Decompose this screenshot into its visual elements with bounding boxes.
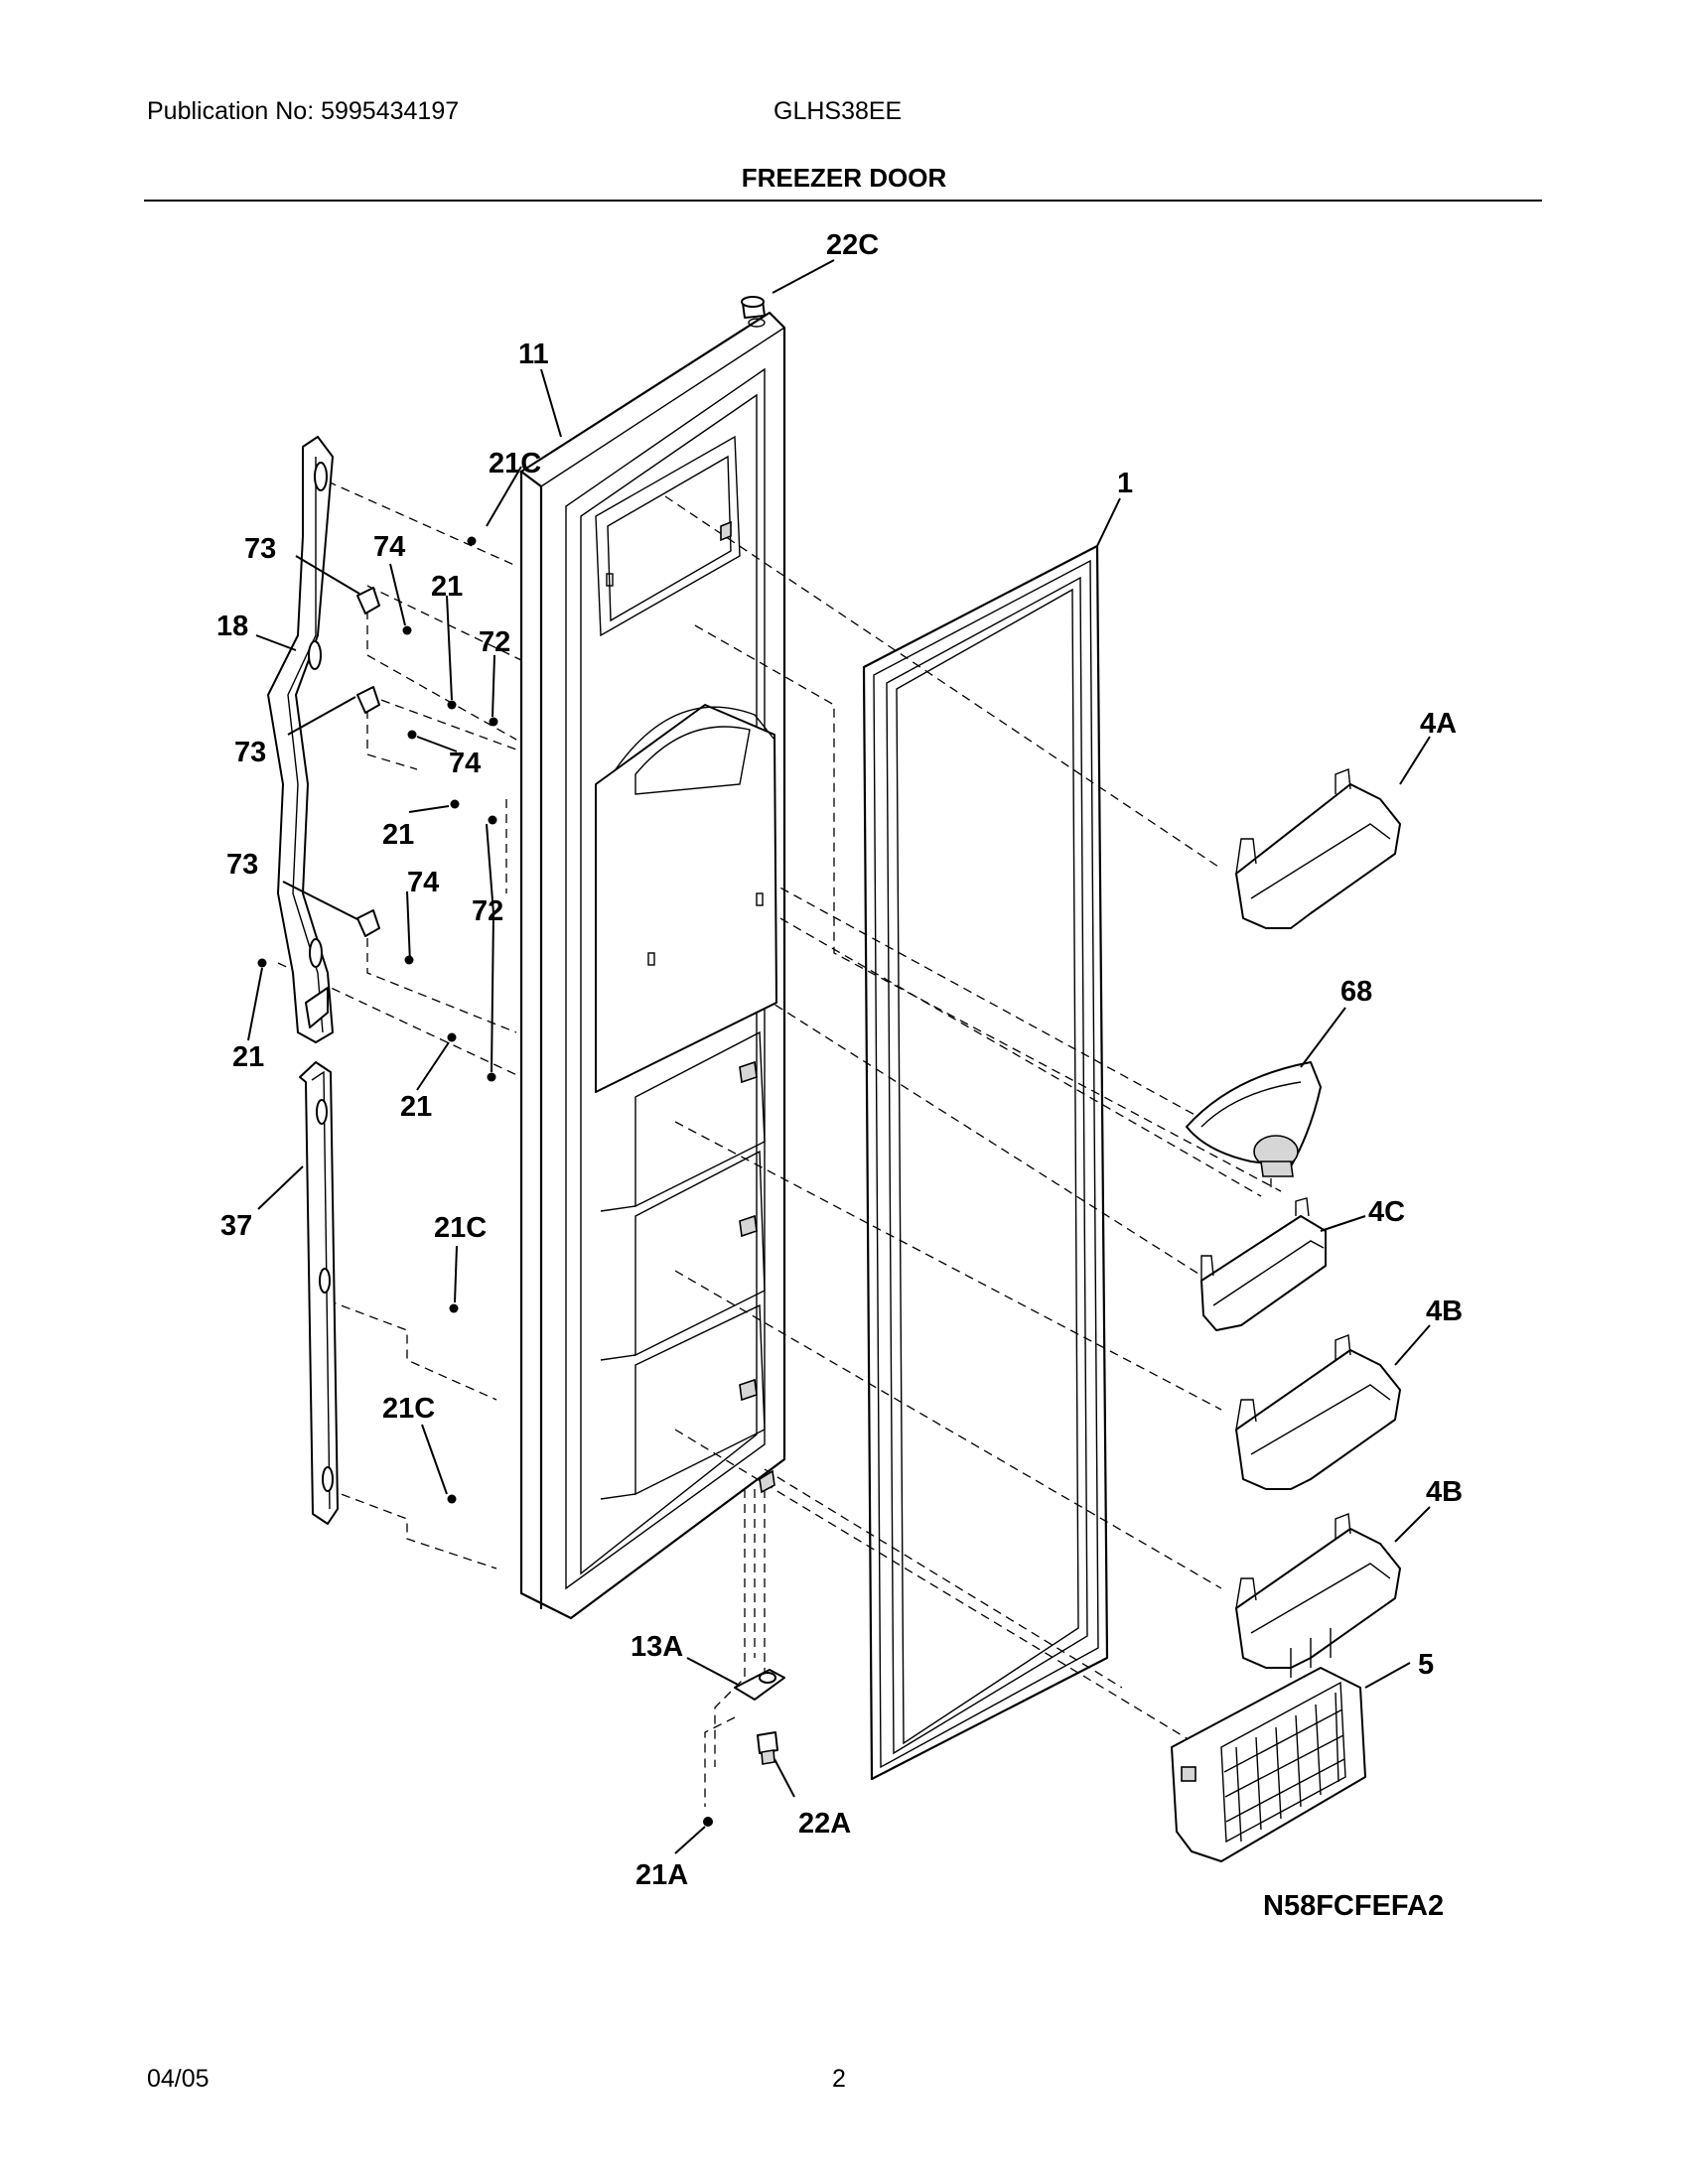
callout-4c: 4C bbox=[1368, 1196, 1405, 1228]
part-68-ice-cup bbox=[1186, 1061, 1322, 1177]
part-4b-door-bin-upper bbox=[1235, 1334, 1401, 1490]
part-4c-door-bin bbox=[1200, 1197, 1327, 1331]
callout-72-a: 72 bbox=[479, 626, 510, 658]
part-5-wire-basket bbox=[1171, 1628, 1366, 1862]
part-18-handle-top bbox=[267, 436, 334, 1043]
callout-21c-top: 21C bbox=[489, 448, 541, 479]
page-title: FREEZER DOOR bbox=[741, 163, 947, 193]
footer-date: 04/05 bbox=[147, 2065, 210, 2093]
callout-4b-a: 4B bbox=[1426, 1296, 1463, 1327]
callout-74-c: 74 bbox=[407, 867, 439, 898]
callout-74-b: 74 bbox=[449, 748, 481, 779]
callout-4b-b: 4B bbox=[1426, 1476, 1463, 1508]
part-22c-plug bbox=[741, 296, 766, 328]
callout-73-c: 73 bbox=[226, 849, 258, 881]
callout-21-a: 21 bbox=[431, 571, 463, 603]
callout-11: 11 bbox=[518, 339, 549, 370]
callout-68: 68 bbox=[1340, 976, 1372, 1008]
part-4a-door-bin bbox=[1235, 768, 1401, 929]
screws bbox=[257, 536, 498, 1504]
callout-22a: 22A bbox=[798, 1808, 851, 1840]
callout-74-a: 74 bbox=[373, 531, 405, 563]
part-37-handle-bottom bbox=[299, 1061, 339, 1525]
callout-21a: 21A bbox=[635, 1859, 688, 1891]
callout-labels: 22C 11 21C 1 73 74 21 72 18 73 74 21 73 … bbox=[216, 229, 1463, 1891]
diagram-code: N58FCFEFA2 bbox=[1263, 1890, 1445, 1922]
callout-21c-mid: 21C bbox=[434, 1212, 487, 1244]
publication-number: Publication No: 5995434197 bbox=[147, 97, 460, 125]
page-number: 2 bbox=[832, 2065, 846, 2093]
part-4b-door-bin-lower bbox=[1235, 1513, 1401, 1669]
callout-5: 5 bbox=[1418, 1649, 1434, 1681]
header-divider bbox=[144, 200, 1542, 202]
callout-21-c: 21 bbox=[232, 1041, 264, 1073]
callout-21-d: 21 bbox=[400, 1091, 432, 1123]
part-22a-bushing bbox=[757, 1731, 778, 1765]
callout-1: 1 bbox=[1117, 468, 1133, 499]
callout-73-a: 73 bbox=[244, 533, 276, 565]
callout-21-b: 21 bbox=[382, 819, 414, 851]
callout-4a: 4A bbox=[1420, 708, 1457, 740]
callout-73-b: 73 bbox=[234, 737, 266, 768]
leader-lines bbox=[247, 259, 1431, 1854]
callout-72-b: 72 bbox=[472, 895, 503, 927]
part-11-inner-door-panel bbox=[519, 311, 786, 1620]
model-number: GLHS38EE bbox=[774, 97, 903, 125]
part-1-door-gasket bbox=[862, 544, 1109, 1781]
callout-18: 18 bbox=[216, 611, 248, 642]
part-13a-hinge-plate bbox=[734, 1669, 785, 1701]
callout-22c: 22C bbox=[826, 229, 879, 261]
part-73-clips bbox=[356, 587, 380, 937]
callout-13a: 13A bbox=[631, 1631, 683, 1663]
callout-37: 37 bbox=[220, 1210, 252, 1242]
callout-21c-low: 21C bbox=[382, 1393, 435, 1425]
part-21a-screw bbox=[703, 1817, 713, 1827]
assembly-guide-lines bbox=[277, 480, 1282, 1807]
